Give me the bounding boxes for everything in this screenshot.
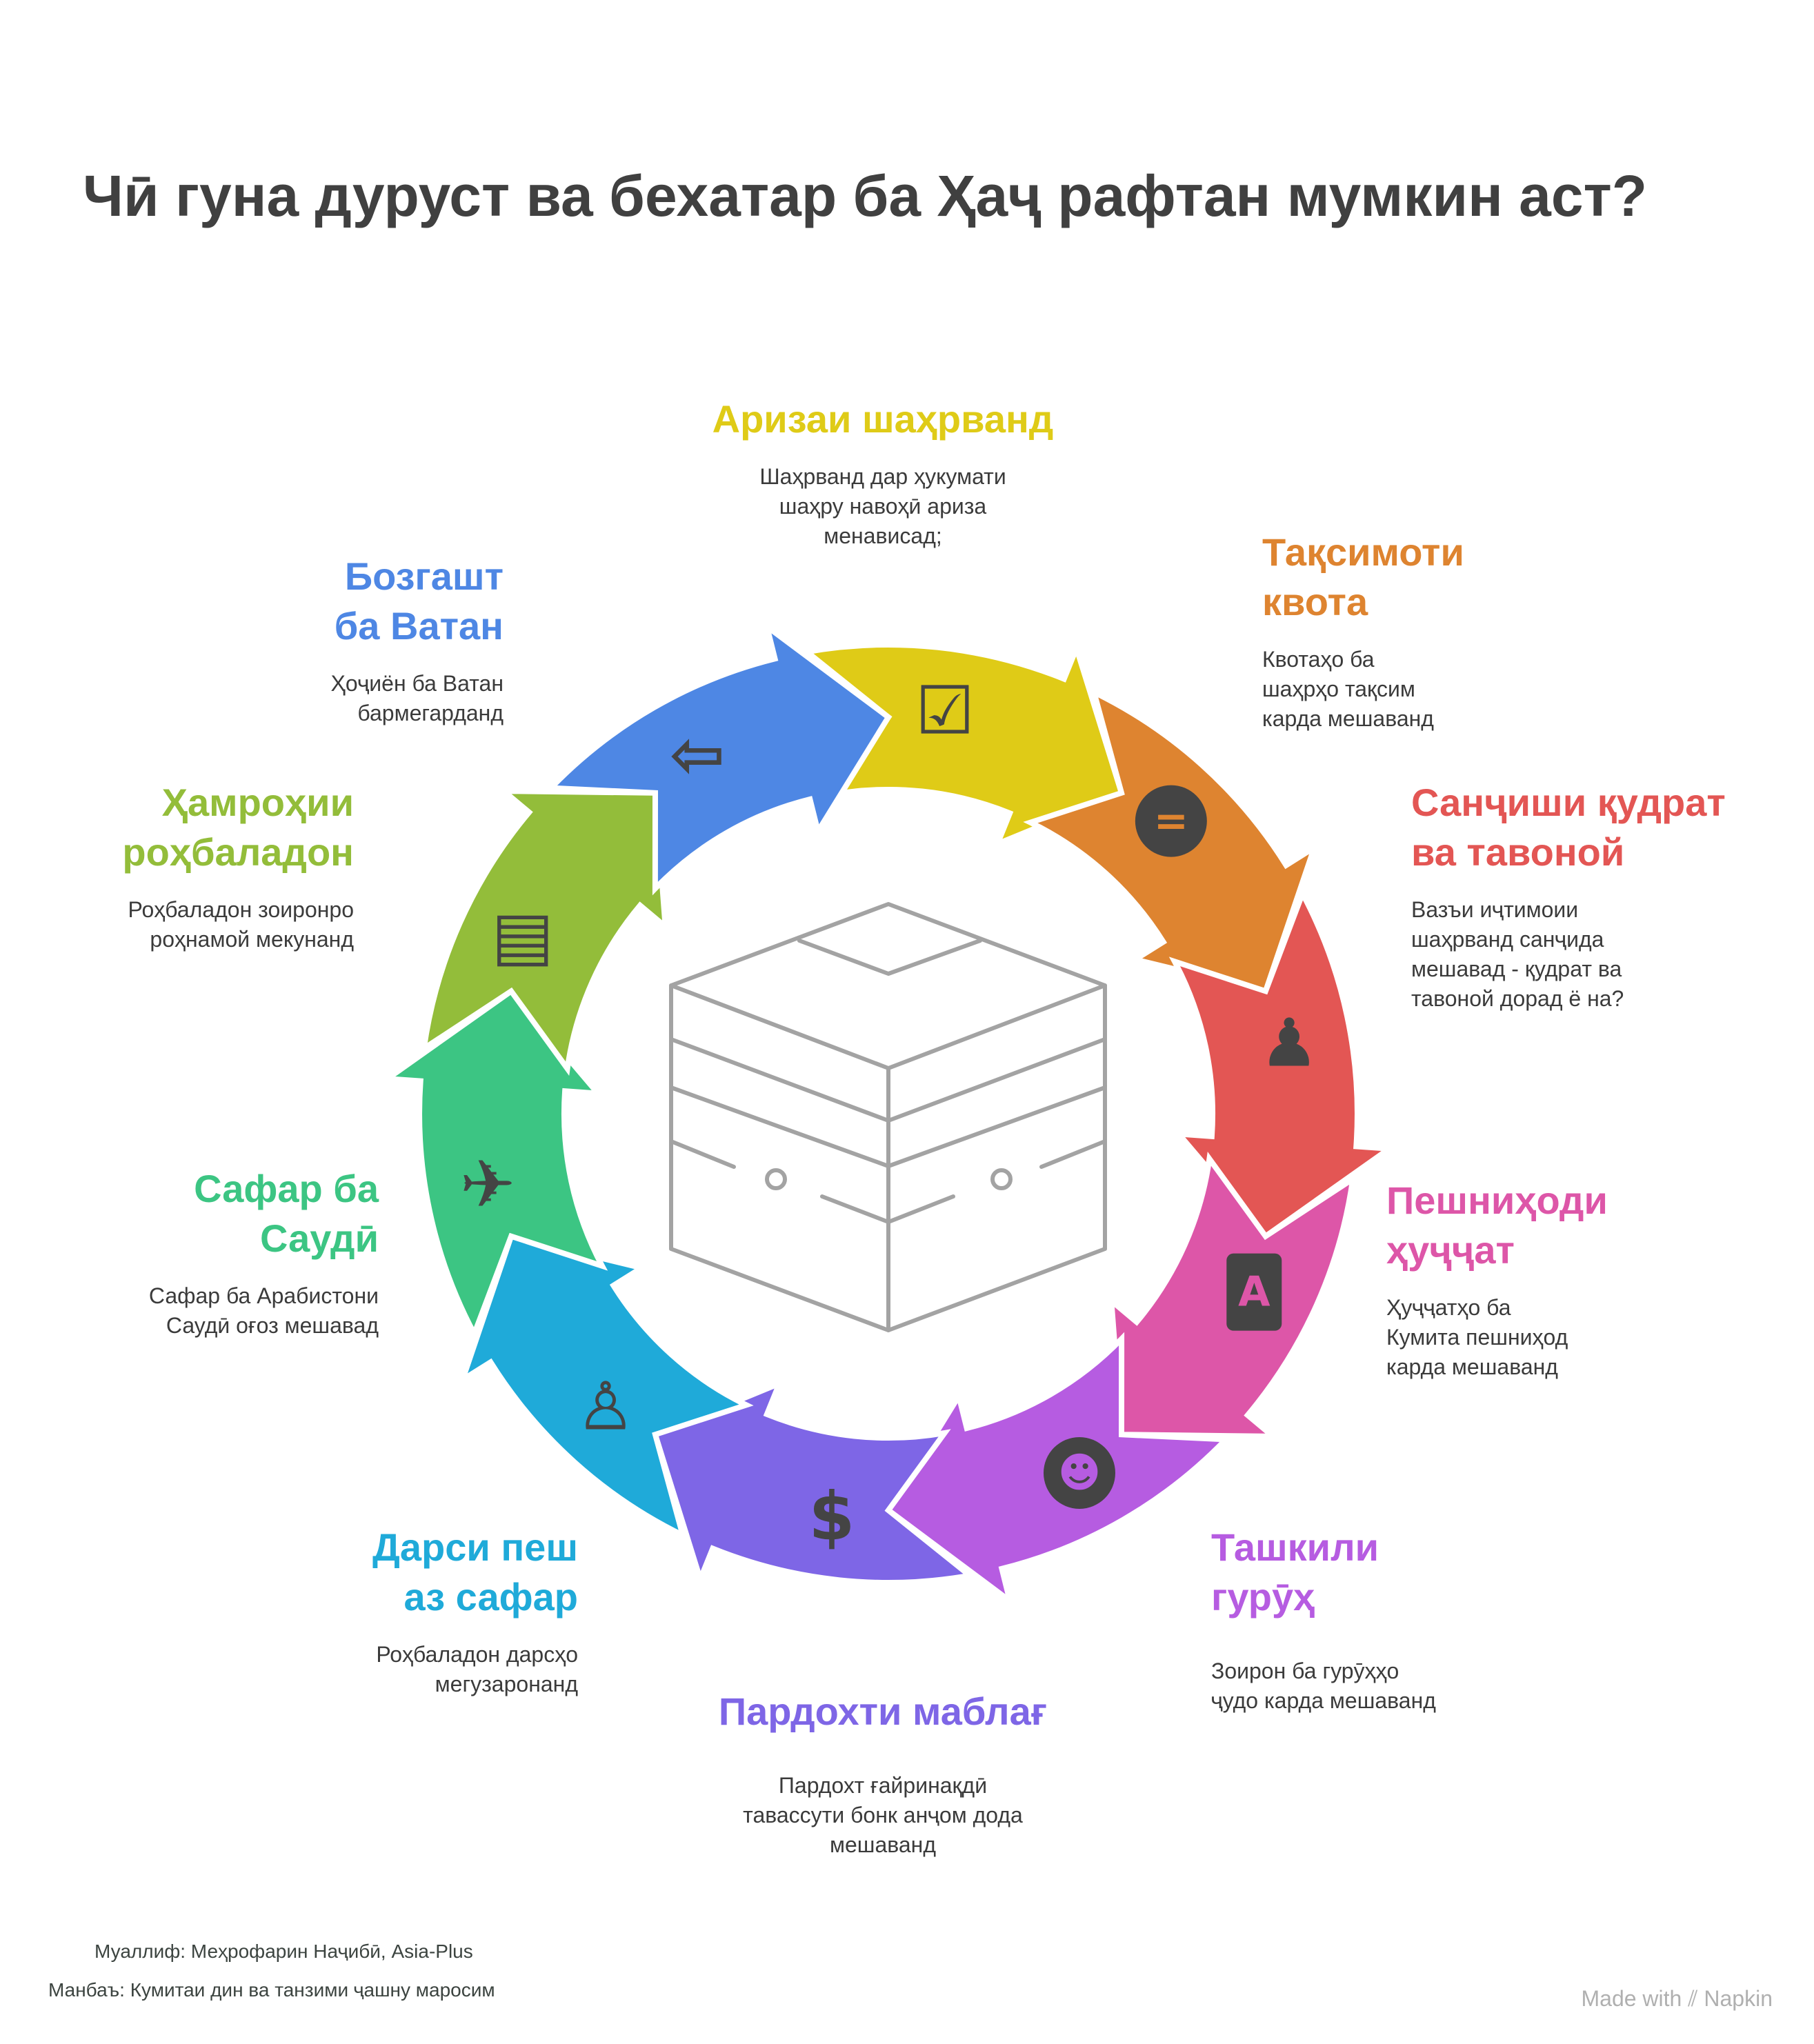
step-4-label: Пешниҳоди ҳуҷҷат Ҳуҷҷатҳо ба Кумита пешн… [1386,1176,1800,1382]
svg-text:=: = [1154,797,1188,845]
step-description: Ҳоҷиён ба Ватан бармегарданд [330,671,504,725]
svg-text:$: $ [808,1478,855,1555]
step-description: Пардохт ғайринақдӣ тавассути бонк анҷом … [743,1773,1023,1857]
step-description: Шаҳрванд дар ҳукумати шаҳру навоҳӣ ариза… [759,464,1006,548]
napkin-logo-icon: ⫽ [1688,1986,1698,2011]
group-icon: ☻ [1043,1436,1115,1509]
svg-text:☻: ☻ [1058,1449,1102,1497]
svg-text:☑: ☑ [915,672,975,750]
step-description: Роҳбаладон дарсҳо мегузаронанд [376,1642,578,1696]
svg-text:♟: ♟ [1259,1005,1319,1082]
svg-text:⇦: ⇦ [670,716,725,793]
step-title: Бозгашт ба Ватан [334,554,504,648]
airplane-icon: ✈ [460,1145,515,1223]
step-description: Зоирон ба гурӯҳҳо ҷудо карда мешаванд [1211,1659,1436,1713]
checklist-document-icon: ☑ [915,672,975,750]
source-credit: Манбаъ: Кумитаи дин ва танзими ҷашну мар… [48,1979,495,2001]
step-6-label: Пардохти маблағ Пардохт ғайринақдӣ тавас… [676,1687,1090,1860]
step-10-label: Бозгашт ба Ватан Ҳоҷиён ба Ватан бармега… [90,552,504,728]
step-description: Сафар ба Арабистони Саудӣ оғоз мешавад [148,1283,379,1338]
step-9-label: Ҳамроҳии роҳбаладон Роҳбаладон зоиронро … [0,778,354,954]
kaaba-icon: ▤ [491,896,554,974]
step-3-label: Санҷиши қудрат ва тавоной Вазъи иҷтимоии… [1411,778,1814,1014]
step-title: Сафар ба Саудӣ [194,1167,379,1260]
step-title: Ҳамроҳии роҳбаладон [122,781,354,874]
person-assessment-icon: ♟ [1259,1005,1319,1082]
svg-text:A: A [1238,1268,1270,1316]
step-description: Вазъи иҷтимоии шаҳрванд санҷида мешавад … [1411,897,1624,1011]
step-7-label: Дарси пеш аз сафар Роҳбаладон дарсҳо мег… [164,1523,578,1699]
step-description: Роҳбаладон зоиронро роҳнамой мекунанд [128,897,354,952]
step-8-label: Сафар ба Саудӣ Сафар ба Арабистони Саудӣ… [0,1164,379,1341]
step-title: Тақсимоти квота [1262,530,1464,623]
svg-text:▤: ▤ [491,896,554,974]
step-description: Квотаҳо ба шаҳрҳо тақсим карда мешаванд [1262,647,1434,731]
author-credit: Муаллиф: Меҳрофарин Наҷибӣ, Asia-Plus [94,1941,473,1962]
napkin-brand-text: Napkin [1704,1986,1773,2011]
napkin-watermark[interactable]: Made with ⫽ Napkin [1581,1986,1773,2012]
step-title: Аризаи шаҳрванд [712,397,1054,441]
step-title: Пардохти маблағ [718,1690,1048,1733]
svg-text:♙: ♙ [576,1367,635,1445]
step-description: Ҳуҷҷатҳо ба Кумита пешниҳод карда мешава… [1386,1295,1568,1379]
equals-circle-icon: = [1135,785,1207,857]
traveler-return-icon: ⇦ [670,716,725,793]
cycle-arrow-step-10 [544,619,893,896]
step-5-label: Ташкили гурӯҳ Зоирон ба гурӯҳҳо ҷудо кар… [1211,1523,1625,1716]
step-title: Санҷиши қудрат ва тавоной [1411,781,1726,874]
kaaba-illustration [669,902,1107,1332]
page-title: Чӣ гуна дуруст ва бехатар ба Ҳаҷ рафтан … [83,163,1648,228]
step-title: Ташкили гурӯҳ [1211,1525,1379,1619]
step-title: Дарси пеш аз сафар [372,1525,578,1619]
step-2-label: Тақсимоти квота Квотаҳо ба шаҳрҳо тақсим… [1262,528,1676,734]
teacher-graduation-icon: ♙ [576,1367,635,1445]
document-icon: A [1226,1253,1282,1331]
made-with-text: Made with [1581,1986,1682,2011]
step-1-label: Аризаи шаҳрванд Шаҳрванд дар ҳукумати ша… [676,394,1090,551]
money-hand-icon: $ [808,1478,855,1555]
step-title: Пешниҳоди ҳуҷҷат [1386,1179,1608,1272]
svg-text:✈: ✈ [460,1145,515,1223]
